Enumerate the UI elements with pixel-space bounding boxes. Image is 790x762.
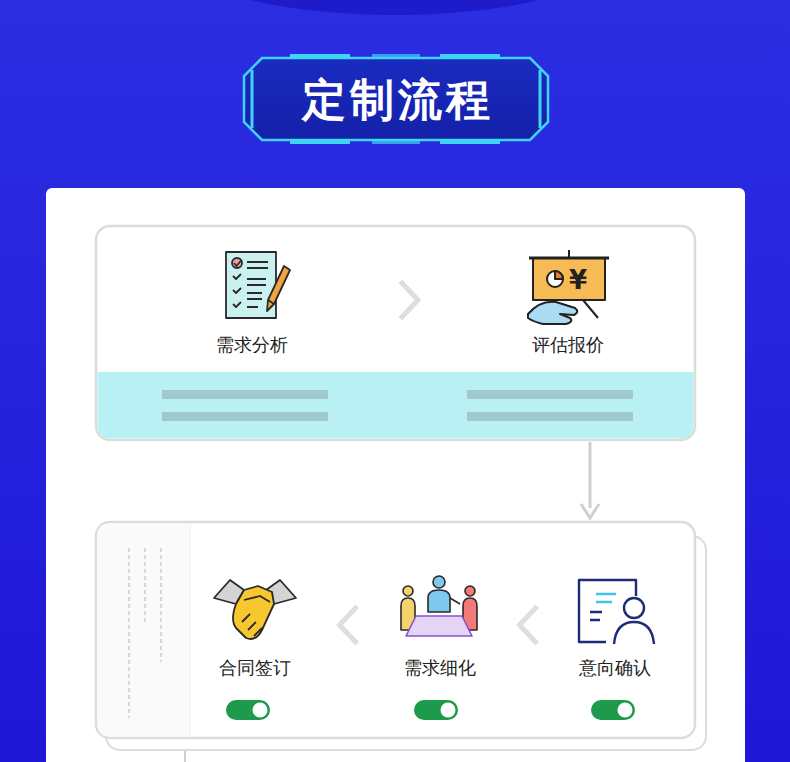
step-label: 合同签订 — [205, 656, 305, 680]
top-glow — [185, 0, 605, 15]
meeting-icon — [401, 576, 477, 636]
flow-connector — [340, 608, 356, 642]
arrow-head — [581, 504, 599, 518]
process-step: 需求细化 — [390, 572, 490, 684]
step-label: 需求细化 — [390, 656, 490, 680]
process-step: 意向确认 — [565, 572, 665, 684]
process-step: 评估报价 — [518, 245, 618, 361]
step-label: 需求分析 — [202, 333, 302, 357]
handshake-icon — [214, 580, 296, 639]
process-step: 合同签订 — [205, 572, 305, 684]
top-card — [96, 226, 695, 440]
chevron-arrow — [520, 608, 536, 642]
flow-connector — [581, 361, 599, 572]
icon-glyph: ¥ — [569, 266, 587, 294]
step-label: 意向确认 — [565, 656, 665, 680]
chevron-arrow — [402, 283, 418, 317]
checklist-icon — [226, 252, 290, 318]
process-step: 需求分析 — [202, 245, 302, 361]
step-label: 评估报价 — [518, 333, 618, 357]
down-arrow-line — [589, 361, 592, 572]
bottom-card — [96, 522, 706, 762]
quote-board-icon — [528, 250, 609, 324]
flow-connector — [402, 283, 418, 317]
chevron-arrow — [340, 608, 356, 642]
toggle-switch — [226, 700, 635, 720]
flow-connector — [520, 608, 536, 642]
confirm-icon — [579, 580, 654, 644]
white-panel — [46, 188, 745, 762]
title-text: 定制流程 — [245, 70, 550, 130]
